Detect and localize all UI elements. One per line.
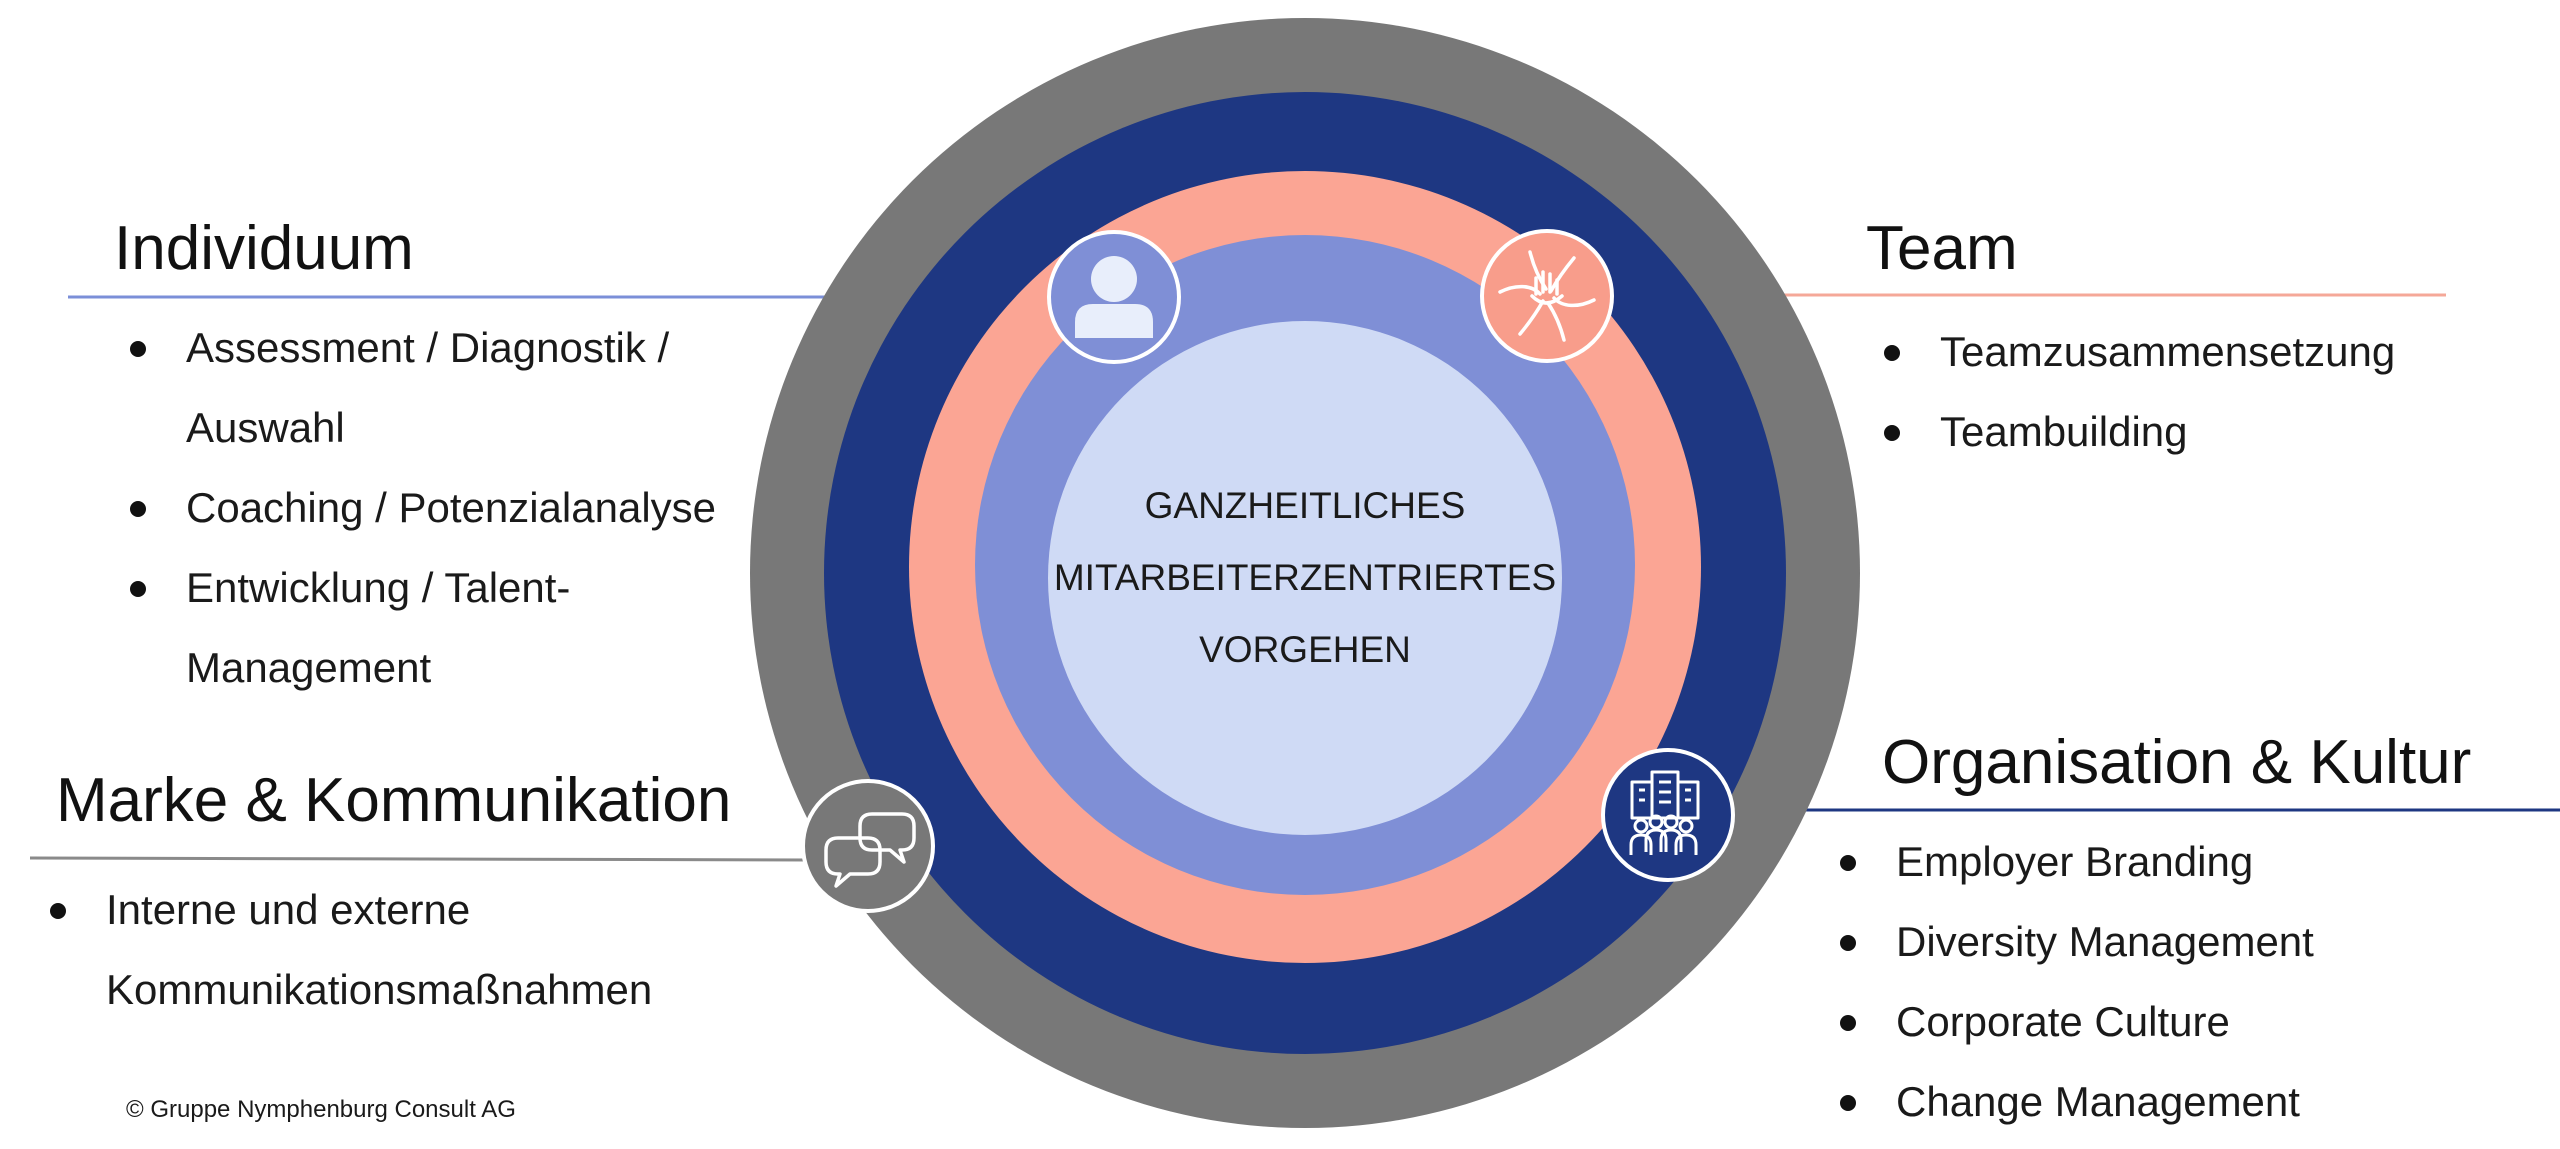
marke-connector-line (29, 856, 811, 862)
center-line-3: VORGEHEN (1199, 629, 1411, 670)
organization-icon (1601, 748, 1735, 882)
person-icon (1047, 230, 1181, 364)
list-item: Teambuilding (1884, 392, 2524, 472)
individuum-heading: Individuum (114, 214, 414, 283)
list-item: Diversity Management (1840, 902, 2520, 982)
center-line-1: GANZHEITLICHES (1144, 485, 1466, 526)
marke-list: Interne und externe Kommunikationsmaßnah… (50, 870, 790, 1030)
center-label: GANZHEITLICHES MITARBEITERZENTRIERTES VO… (1030, 470, 1580, 686)
list-item: Coaching / Potenzialanalyse (130, 468, 750, 548)
chat-bubbles-icon (801, 779, 935, 913)
organisation-list: Employer Branding Diversity Management C… (1840, 822, 2520, 1142)
list-item: Teamzusammensetzung (1884, 312, 2524, 392)
marke-heading: Marke & Kommunikation (56, 766, 732, 835)
individuum-list: Assessment / Diagnostik / Auswahl Coachi… (130, 308, 750, 708)
organisation-heading: Organisation & Kultur (1882, 728, 2472, 797)
copyright-notice: © Gruppe Nymphenburg Consult AG (126, 1096, 516, 1123)
list-item: Change Management (1840, 1062, 2520, 1142)
team-list: Teamzusammensetzung Teambuilding (1884, 312, 2524, 472)
list-item: Entwicklung / Talent-Management (130, 548, 750, 708)
center-line-2: MITARBEITERZENTRIERTES (1053, 557, 1557, 598)
list-item: Interne und externe Kommunikationsmaßnah… (50, 870, 790, 1030)
team-heading: Team (1866, 214, 2018, 283)
center-disc (1048, 321, 1562, 835)
list-item: Employer Branding (1840, 822, 2520, 902)
team-hands-icon (1480, 229, 1614, 363)
list-item: Corporate Culture (1840, 982, 2520, 1062)
list-item: Assessment / Diagnostik / Auswahl (130, 308, 750, 468)
